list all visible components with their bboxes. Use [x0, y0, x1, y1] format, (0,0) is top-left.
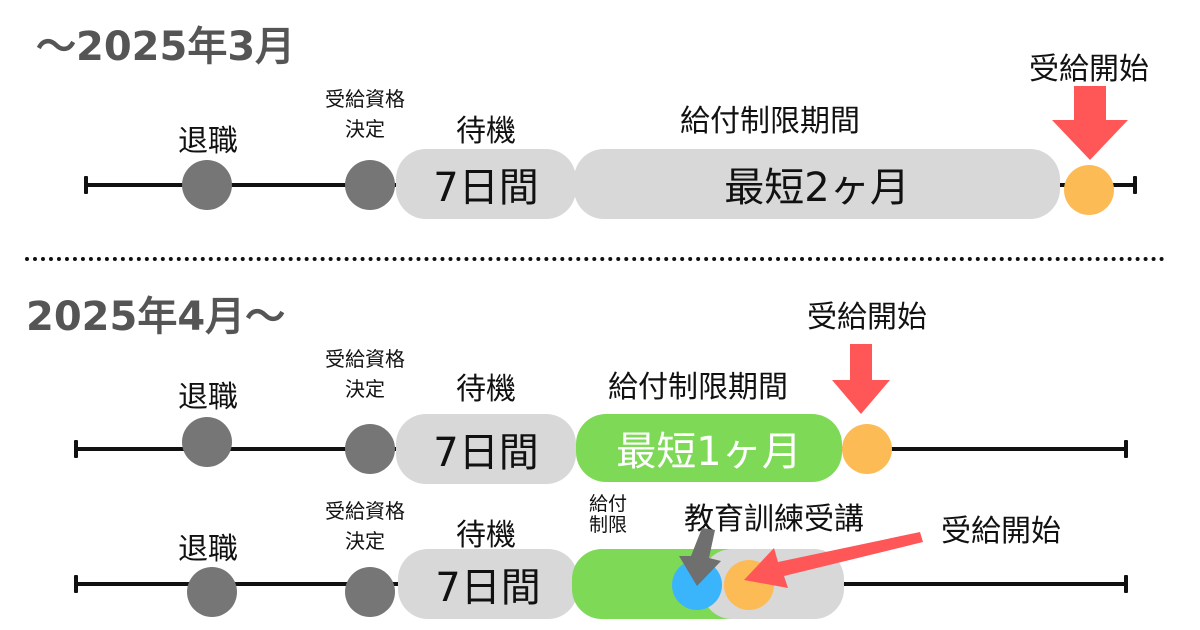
- waiting-period-pill: 7日間: [398, 549, 578, 619]
- red-diagonal-arrow-icon: [744, 532, 923, 588]
- restriction-period-pill: 最短2ヶ月: [574, 149, 1060, 219]
- restriction-label: 給付制限期間: [608, 370, 788, 405]
- timeline-end-tick: [1124, 440, 1128, 458]
- section-heading-after: 2025年4月～: [26, 294, 286, 340]
- retirement-milestone: [182, 417, 232, 467]
- waiting-period-pill: 7日間: [396, 414, 576, 484]
- timeline-end-tick: [1133, 176, 1137, 194]
- benefit-start-label: 受給開始: [1029, 52, 1149, 87]
- eligibility-label-line1: 受給資格: [325, 87, 405, 111]
- benefit-start-milestone: [842, 424, 892, 474]
- eligibility-milestone: [345, 424, 395, 474]
- red-down-arrow-icon: [832, 344, 890, 414]
- section-divider: [25, 257, 1165, 261]
- eligibility-label-line2: 決定: [345, 377, 385, 401]
- retirement-label: 退職: [178, 380, 238, 415]
- waiting-label: 待機: [456, 518, 516, 553]
- restriction-label: 給付制限期間: [680, 104, 860, 139]
- timeline-end-tick: [1124, 575, 1128, 593]
- retirement-label: 退職: [178, 532, 238, 567]
- section-heading-before: ～2025年3月: [36, 24, 296, 70]
- waiting-period-pill: 7日間: [396, 149, 576, 219]
- eligibility-label: 受給資格 決定: [305, 344, 425, 404]
- waiting-label: 待機: [456, 114, 516, 149]
- retirement-milestone: [182, 160, 232, 210]
- eligibility-label: 受給資格 決定: [305, 84, 425, 144]
- benefit-start-label: 受給開始: [807, 300, 927, 335]
- gray-training-arrow-icon: [679, 528, 721, 586]
- eligibility-milestone: [345, 567, 395, 617]
- retirement-label: 退職: [178, 124, 238, 159]
- eligibility-label-line2: 決定: [345, 529, 385, 553]
- eligibility-milestone: [345, 160, 395, 210]
- restriction-label-line2: 制限: [588, 514, 627, 536]
- eligibility-label: 受給資格 決定: [305, 496, 425, 556]
- restriction-period-pill: 最短1ヶ月: [576, 414, 842, 482]
- red-down-arrow-icon: [1052, 86, 1128, 160]
- retirement-milestone: [187, 567, 237, 617]
- waiting-label: 待機: [456, 372, 516, 407]
- eligibility-label-line1: 受給資格: [325, 499, 405, 523]
- restriction-label-line1: 給付: [588, 493, 627, 515]
- benefit-start-milestone: [1064, 165, 1114, 215]
- benefit-start-label: 受給開始: [941, 514, 1061, 549]
- restriction-label: 給付 制限: [584, 494, 632, 536]
- eligibility-label-line1: 受給資格: [325, 347, 405, 371]
- eligibility-label-line2: 決定: [345, 117, 385, 141]
